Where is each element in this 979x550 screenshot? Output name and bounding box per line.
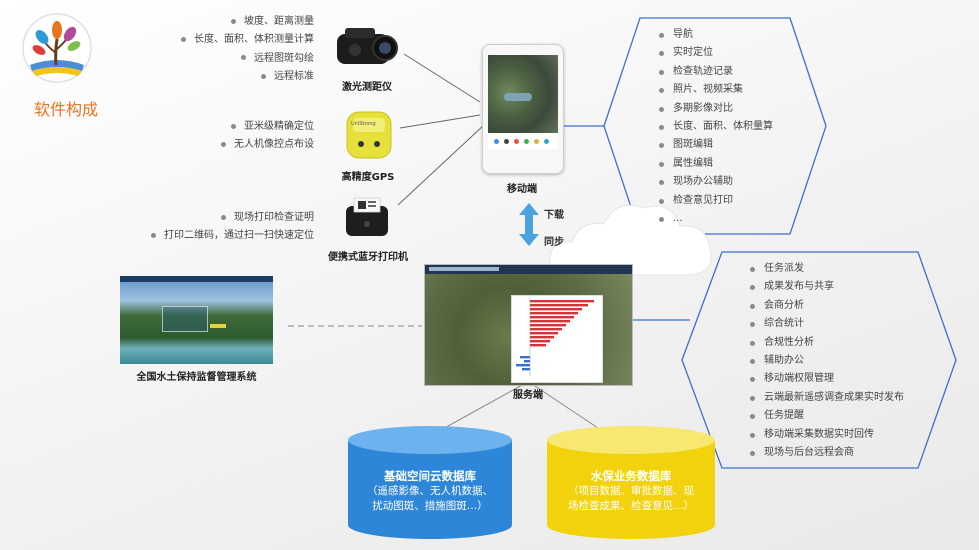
business-db-text: 水保业务数据库 （项目数据、审批数据、现 场检查成果、检查意见…） <box>547 468 715 514</box>
list-item: 远程图斑勾绘 <box>181 50 314 68</box>
list-item: 长度、面积、体积测量计算 <box>181 31 314 49</box>
spatial-db-title: 基础空间云数据库 <box>384 469 476 483</box>
list-item: 无人机像控点布设 <box>221 136 314 154</box>
rangefinder-device <box>333 24 401 70</box>
server-feature-list: 任务派发 成果发布与共享 会商分析 综合统计 合规性分析 辅助办公 移动端权限管… <box>750 260 904 462</box>
printer-label: 便携式蓝牙打印机 <box>328 252 408 263</box>
list-item: 移动端采集数据实时回传 <box>750 426 904 444</box>
spatial-db-text: 基础空间云数据库 （遥感影像、无人机数据、 扰动图斑、措施图斑…） <box>348 468 512 514</box>
list-item: 长度、面积、体积量算 <box>659 118 773 136</box>
list-item: 现场与后台远程会商 <box>750 444 904 462</box>
gps-device: UniStrong <box>345 108 393 160</box>
gps-connector <box>399 114 481 129</box>
list-item: 成果发布与共享 <box>750 278 904 296</box>
list-item: 辅助办公 <box>750 352 904 370</box>
business-db-cylinder <box>547 426 715 539</box>
server-label: 服务端 <box>513 390 543 401</box>
bluetooth-printer-icon <box>346 197 388 236</box>
list-item: 多期影像对比 <box>659 100 773 118</box>
list-item: 检查意见打印 <box>659 192 773 210</box>
server-feature-hexagon <box>681 251 957 469</box>
list-item: 坡度、距离测量 <box>181 13 314 31</box>
list-item: 合规性分析 <box>750 334 904 352</box>
list-item: 任务派发 <box>750 260 904 278</box>
list-item: 导航 <box>659 26 773 44</box>
list-item: 综合统计 <box>750 315 904 333</box>
list-item: 会商分析 <box>750 297 904 315</box>
rangefinder-connector <box>403 53 481 103</box>
page-title: 软件构成 <box>34 100 99 119</box>
spatial-db-line: 扰动图斑、措施图斑…） <box>372 500 488 512</box>
logo <box>22 13 92 83</box>
list-item: 现场打印检查证明 <box>151 209 314 227</box>
list-item: 亚米级精确定位 <box>221 118 314 136</box>
gps-feature-list: 亚米级精确定位 无人机像控点布设 <box>221 118 314 155</box>
spatial-db-cylinder <box>348 426 512 539</box>
tree-logo-icon <box>22 13 92 83</box>
list-item: 现场办公辅助 <box>659 173 773 191</box>
printer-feature-list: 现场打印检查证明 打印二维码，通过扫一扫快速定位 <box>151 209 314 246</box>
sync-double-arrow-icon <box>519 203 539 246</box>
gps-label: 高精度GPS <box>341 172 395 183</box>
mobile-feature-list: 导航 实时定位 检查轨迹记录 照片、视频采集 多期影像对比 长度、面积、体积量算… <box>659 26 773 228</box>
laser-rangefinder-icon <box>337 28 398 64</box>
list-item: 照片、视频采集 <box>659 81 773 99</box>
list-item: 图斑编辑 <box>659 136 773 154</box>
business-db-line: （项目数据、审批数据、现 <box>568 485 694 497</box>
business-db-title: 水保业务数据库 <box>590 469 672 483</box>
server-bar-chart-thumbnail <box>516 298 594 376</box>
tablet-map-screen <box>488 55 558 149</box>
list-item: 云端最新遥感调查成果实时发布 <box>750 389 904 407</box>
list-item: 检查轨迹记录 <box>659 63 773 81</box>
list-item: ... <box>659 210 773 228</box>
portal-screenshot <box>120 276 273 364</box>
portal-label: 全国水土保持监督管理系统 <box>136 372 257 383</box>
printer-device <box>342 196 392 238</box>
list-item: 任务提醒 <box>750 407 904 425</box>
rangefinder-label: 激光测距仪 <box>342 82 392 93</box>
business-db-line: 场检查成果、检查意见…） <box>568 500 694 512</box>
rangefinder-feature-list: 坡度、距离测量 长度、面积、体积测量计算 远程图斑勾绘 远程标准 <box>181 13 314 87</box>
printer-connector <box>397 124 485 206</box>
gps-brand-label: UniStrong <box>351 121 376 127</box>
server-screenshot <box>424 264 633 386</box>
sync-label: 同步 <box>544 237 564 248</box>
cloud-icon <box>549 204 712 276</box>
list-item: 移动端权限管理 <box>750 370 904 388</box>
gps-receiver-icon <box>346 111 392 159</box>
spatial-db-line: （遥感影像、无人机数据、 <box>367 485 493 497</box>
mobile-tablet <box>482 44 564 174</box>
list-item: 打印二维码，通过扫一扫快速定位 <box>151 227 314 245</box>
list-item: 实时定位 <box>659 44 773 62</box>
mobile-label: 移动端 <box>507 184 537 195</box>
list-item: 远程标准 <box>181 68 314 86</box>
download-label: 下载 <box>544 210 564 221</box>
list-item: 属性编辑 <box>659 155 773 173</box>
